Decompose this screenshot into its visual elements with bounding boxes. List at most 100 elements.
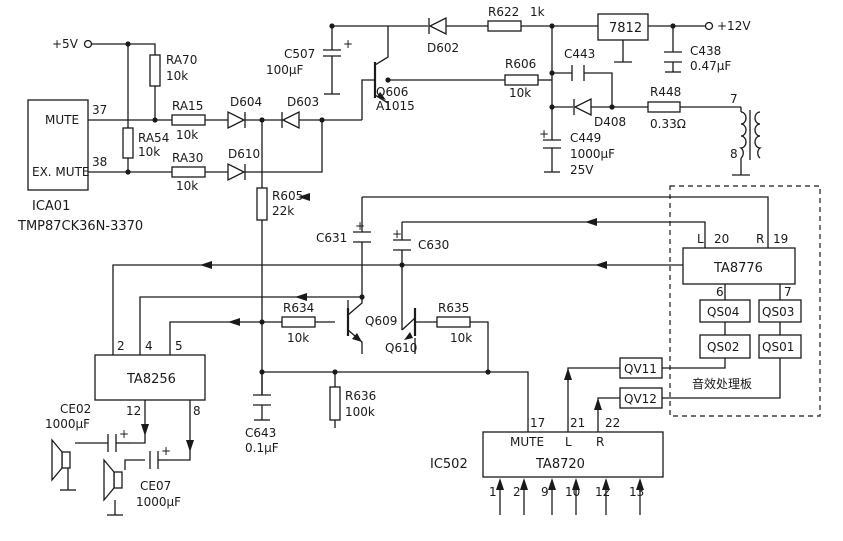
ica01-pin-37: 37 (92, 103, 107, 117)
d602-ref: D602 (427, 41, 459, 55)
resistor-ra30: RA30 10k (171, 151, 206, 193)
q610-ref: Q610 (385, 341, 417, 355)
q609-ref: Q609 (365, 314, 397, 328)
r635-value: 10k (450, 331, 472, 345)
speaker-left-icon (51, 438, 76, 491)
ic502-input-arrow (602, 478, 610, 490)
ic502-input-pin-label: 2 (513, 485, 521, 499)
ic502-input-pin-label: 9 (541, 485, 549, 499)
qv11-label: QV11 (624, 362, 657, 376)
transistor-q609: Q609 (346, 308, 397, 342)
diode-d602: D602 (427, 16, 459, 55)
ta8776-pin-6: 6 (716, 285, 724, 299)
r605-ref: R605 (272, 189, 303, 203)
c449-ref: C449 (570, 131, 601, 145)
arrow-left-2 (585, 218, 597, 226)
c449-voltage: 25V (570, 163, 594, 177)
resistor-r636: R636 100k (329, 386, 376, 421)
ra54-ref: RA54 (138, 131, 169, 145)
r636-value: 100k (345, 405, 375, 419)
capacitor-c643: C643 0.1μF (245, 394, 279, 455)
ic502-input-pin-label: 1 (489, 485, 497, 499)
ic502-input-pin-label: 10 (565, 485, 580, 499)
d408-ref: D408 (594, 115, 626, 129)
c643-ref: C643 (245, 426, 276, 440)
ic502-input-arrow (548, 478, 556, 490)
reg7812-name: 7812 (609, 21, 642, 36)
resistor-r606: R606 10k (504, 57, 539, 100)
r634-ref: R634 (283, 301, 314, 315)
r635-ref: R635 (438, 301, 469, 315)
transformer-pin-7: 7 (730, 92, 738, 106)
ce07-ref: CE07 (140, 479, 171, 493)
arrow-left-4 (595, 261, 607, 269)
diode-d603: D603 (281, 95, 319, 130)
arrow-down-12 (141, 424, 149, 436)
resistor-r605: R605 22k (256, 187, 303, 221)
capacitor-ce07: + CE07 1000μF (136, 444, 181, 509)
qs03-label: QS03 (762, 305, 794, 319)
c438-value: 0.47μF (690, 59, 731, 73)
r634-value: 10k (287, 331, 309, 345)
svg-text:+: + (539, 127, 549, 141)
junctions (125, 23, 676, 375)
supply-12v-label: +12V (717, 19, 751, 33)
r605-value: 22k (272, 204, 294, 218)
ic502-input-arrow (572, 478, 580, 490)
ic502-input-arrow (496, 478, 504, 490)
svg-text:+: + (355, 219, 365, 233)
c449-value: 1000μF (570, 147, 615, 161)
ic502-mute-label: MUTE (510, 435, 544, 449)
ra70-ref: RA70 (166, 53, 197, 67)
arrow-up-l (564, 368, 572, 380)
q606-part: A1015 (376, 99, 415, 113)
r622-value: 1k (530, 5, 545, 19)
ta8256-name: TA8256 (126, 372, 176, 387)
transistor-q610: Q610 (385, 308, 417, 355)
ta8776-name: TA8776 (713, 261, 763, 276)
qs04-label: QS04 (707, 305, 739, 319)
regulator-7812: 7812 (597, 13, 649, 63)
supply-12v: +12V (704, 19, 751, 33)
ica01-ref: ICA01 (32, 199, 70, 214)
c438-ref: C438 (690, 44, 721, 58)
ic502-l-label: L (565, 435, 572, 449)
svg-text:+: + (119, 427, 129, 441)
transformer-pin-8: 8 (730, 147, 738, 161)
ic502-input-arrow (520, 478, 528, 490)
resistor-ra15: RA15 10k (171, 99, 206, 142)
diode-d604: D604 (227, 95, 262, 130)
ic502-pin-22: 22 (605, 416, 620, 430)
ic502-input-pin-label: 12 (595, 485, 610, 499)
ica01-mute-pin-label: MUTE (45, 113, 79, 127)
qv12-module: QV12 (619, 387, 663, 409)
ic502-input-pin-label: 13 (629, 485, 644, 499)
arrow-left-5 (295, 293, 307, 301)
resistor-ra70: RA70 10k (149, 53, 197, 87)
supply-5v-label: +5V (52, 37, 79, 51)
ic502-input-arrow (636, 478, 644, 490)
sound-board-label: 音效处理板 (692, 376, 752, 391)
svg-text:+: + (161, 444, 171, 458)
arrow-down-8 (186, 440, 194, 452)
resistor-r448: R448 0.33Ω (647, 85, 686, 131)
capacitor-ce02: + CE02 1000μF (45, 402, 130, 452)
ta8776-chip: TA8776 L 20 R 19 6 7 (682, 232, 796, 299)
ta8256-pin-5: 5 (175, 339, 183, 353)
wires (67, 25, 781, 515)
ica01-pin-38: 38 (92, 155, 107, 169)
ta8776-pin-20: 20 (714, 232, 729, 246)
capacitor-c438: C438 0.47μF (664, 44, 731, 73)
d610-ref: D610 (228, 147, 260, 161)
qv12-label: QV12 (624, 392, 657, 406)
qs01-module: QS01 (758, 334, 802, 359)
ica01-chip: MUTE EX. MUTE 37 38 ICA01 TMP87CK36N-337… (17, 99, 143, 234)
ic502-ref: IC502 (430, 457, 468, 472)
ra30-value: 10k (176, 179, 198, 193)
q606-ref: Q606 (376, 85, 408, 99)
capacitor-c631: + C631 (316, 219, 371, 245)
arrow-up-r (594, 398, 602, 410)
qs02-label: QS02 (707, 340, 739, 354)
resistor-r622: R622 1k (487, 5, 545, 32)
